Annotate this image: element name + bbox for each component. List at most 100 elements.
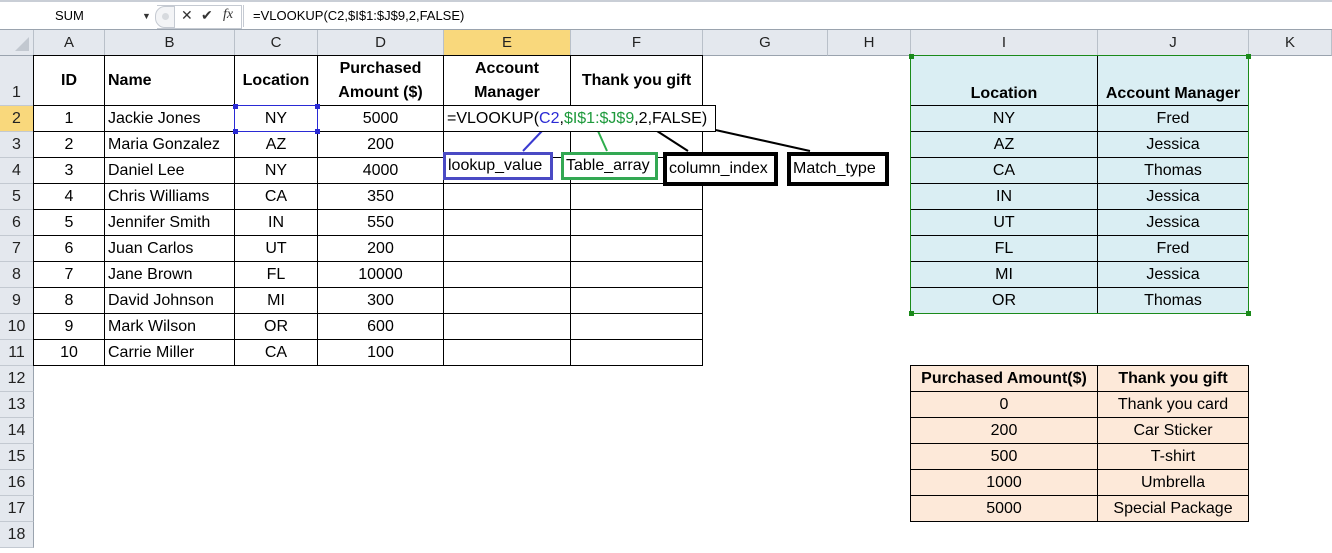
cell-name[interactable]: David Johnson [104, 287, 235, 314]
cell-name[interactable]: Jackie Jones [104, 105, 235, 132]
ref-handle[interactable] [233, 129, 238, 134]
cell-account-manager[interactable] [443, 261, 571, 288]
cell-purchased-amount[interactable]: 100 [317, 339, 444, 366]
cell-location[interactable]: OR [234, 313, 318, 340]
gift-cell-amount[interactable]: 200 [910, 417, 1098, 444]
row-header-10[interactable]: 10 [0, 314, 34, 340]
cell-purchased-amount[interactable]: 550 [317, 209, 444, 236]
cell-purchased-amount[interactable]: 200 [317, 131, 444, 158]
row-header-18[interactable]: 18 [0, 522, 34, 548]
cell-purchased-amount[interactable]: 5000 [317, 105, 444, 132]
row-header-6[interactable]: 6 [0, 210, 34, 236]
select-all-corner[interactable] [0, 30, 34, 56]
row-header-14[interactable]: 14 [0, 418, 34, 444]
column-header-i[interactable]: I [911, 30, 1098, 56]
cell-name[interactable]: Jane Brown [104, 261, 235, 288]
cell-purchased-amount[interactable]: 10000 [317, 261, 444, 288]
gift-cell-amount[interactable]: 0 [910, 391, 1098, 418]
row-header-17[interactable]: 17 [0, 496, 34, 522]
cell-purchased-amount[interactable]: 350 [317, 183, 444, 210]
cell-thank-you-gift[interactable] [570, 183, 703, 210]
expand-handle-icon[interactable] [155, 6, 175, 28]
manager-cell-name[interactable]: Thomas [1097, 287, 1249, 314]
cell-id[interactable]: 9 [33, 313, 105, 340]
gift-header-gift[interactable]: Thank you gift [1097, 365, 1249, 392]
cell-name[interactable]: Maria Gonzalez [104, 131, 235, 158]
cell-name[interactable]: Juan Carlos [104, 235, 235, 262]
gift-cell-amount[interactable]: 500 [910, 443, 1098, 470]
header-id[interactable]: ID [33, 55, 105, 106]
cell-location[interactable]: CA [234, 339, 318, 366]
gift-cell-amount[interactable]: 5000 [910, 495, 1098, 522]
row-header-16[interactable]: 16 [0, 470, 34, 496]
row-header-9[interactable]: 9 [0, 288, 34, 314]
cell-id[interactable]: 4 [33, 183, 105, 210]
column-header-g[interactable]: G [703, 30, 828, 56]
cell-location[interactable]: UT [234, 235, 318, 262]
column-header-e[interactable]: E [444, 30, 571, 56]
gift-cell-gift[interactable]: Car Sticker [1097, 417, 1249, 444]
cell-id[interactable]: 7 [33, 261, 105, 288]
row-header-13[interactable]: 13 [0, 392, 34, 418]
header-thank-you-gift[interactable]: Thank you gift [570, 55, 703, 106]
cell-account-manager[interactable] [443, 313, 571, 340]
gift-cell-gift[interactable]: Umbrella [1097, 469, 1249, 496]
row-header-15[interactable]: 15 [0, 444, 34, 470]
cell-id[interactable]: 3 [33, 157, 105, 184]
formula-input[interactable]: =VLOOKUP(C2,$I$1:$J$9,2,FALSE) [243, 5, 464, 27]
range-handle[interactable] [909, 311, 914, 316]
manager-cell-location[interactable]: OR [910, 287, 1098, 314]
column-header-j[interactable]: J [1098, 30, 1249, 56]
row-header-12[interactable]: 12 [0, 366, 34, 392]
insert-function-icon[interactable]: fx [223, 7, 234, 22]
column-header-a[interactable]: A [34, 30, 105, 56]
cell-id[interactable]: 5 [33, 209, 105, 236]
cell-id[interactable]: 6 [33, 235, 105, 262]
range-handle[interactable] [909, 54, 914, 59]
cell-purchased-amount[interactable]: 4000 [317, 157, 444, 184]
cell-location[interactable]: NY [234, 105, 318, 132]
cell-name[interactable]: Daniel Lee [104, 157, 235, 184]
cell-name[interactable]: Chris Williams [104, 183, 235, 210]
cell-account-manager[interactable] [443, 209, 571, 236]
cell-location[interactable]: AZ [234, 131, 318, 158]
cell-name[interactable]: Mark Wilson [104, 313, 235, 340]
ref-handle[interactable] [315, 104, 320, 109]
cell-thank-you-gift[interactable] [570, 287, 703, 314]
gift-cell-gift[interactable]: Special Package [1097, 495, 1249, 522]
cell-id[interactable]: 1 [33, 105, 105, 132]
cell-thank-you-gift[interactable] [570, 313, 703, 340]
cell-editing-formula[interactable]: =VLOOKUP(C2,$I$1:$J$9,2,FALSE) [443, 105, 716, 132]
cell-account-manager[interactable] [443, 183, 571, 210]
range-handle[interactable] [1246, 54, 1251, 59]
ref-handle[interactable] [315, 129, 320, 134]
cell-name[interactable]: Carrie Miller [104, 339, 235, 366]
cell-location[interactable]: FL [234, 261, 318, 288]
cell-thank-you-gift[interactable] [570, 209, 703, 236]
cell-id[interactable]: 8 [33, 287, 105, 314]
cell-account-manager[interactable] [443, 339, 571, 366]
ref-handle[interactable] [233, 104, 238, 109]
column-header-d[interactable]: D [318, 30, 444, 56]
cell-thank-you-gift[interactable] [570, 235, 703, 262]
cell-location[interactable]: NY [234, 157, 318, 184]
column-header-c[interactable]: C [235, 30, 318, 56]
manager-cell-name[interactable]: Jessica [1097, 261, 1249, 288]
cell-location[interactable]: CA [234, 183, 318, 210]
cell-account-manager[interactable] [443, 235, 571, 262]
cancel-icon[interactable]: ✕ [181, 7, 193, 23]
column-header-k[interactable]: K [1249, 30, 1332, 56]
manager-cell-location[interactable]: UT [910, 209, 1098, 236]
cell-location[interactable]: MI [234, 287, 318, 314]
cell-id[interactable]: 2 [33, 131, 105, 158]
cell-name[interactable]: Jennifer Smith [104, 209, 235, 236]
gift-cell-gift[interactable]: Thank you card [1097, 391, 1249, 418]
column-header-f[interactable]: F [571, 30, 703, 56]
header-name[interactable]: Name [104, 55, 235, 106]
header-location[interactable]: Location [234, 55, 318, 106]
enter-icon[interactable]: ✔ [201, 7, 213, 23]
manager-cell-name[interactable]: Thomas [1097, 157, 1249, 184]
row-header-8[interactable]: 8 [0, 262, 34, 288]
gift-cell-gift[interactable]: T-shirt [1097, 443, 1249, 470]
